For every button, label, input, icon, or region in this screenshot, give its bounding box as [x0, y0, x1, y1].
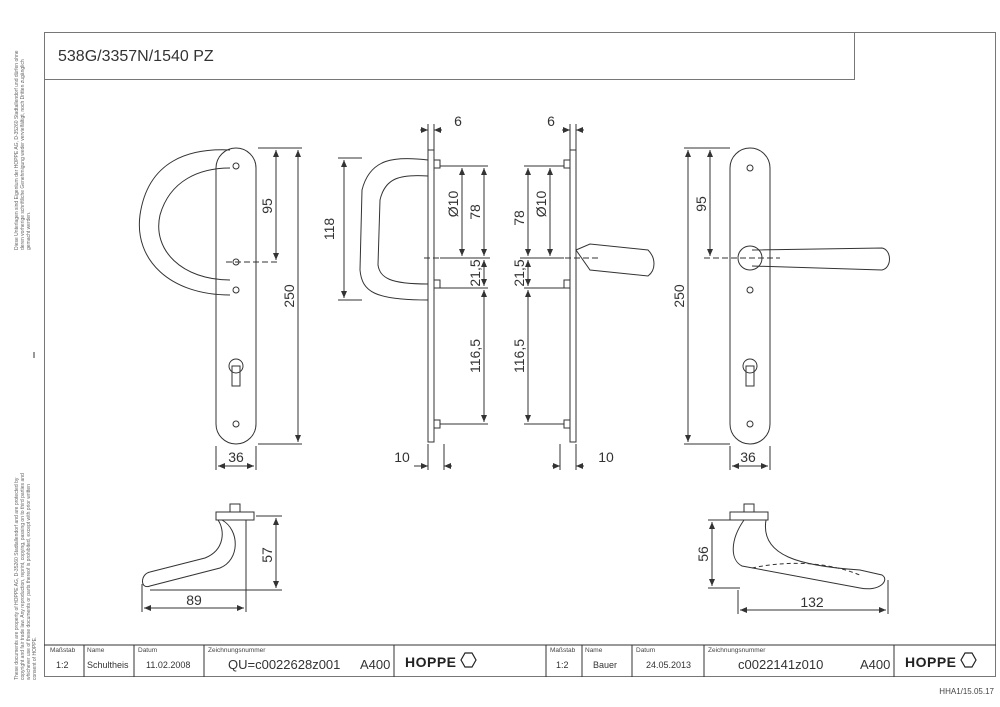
right-top-view	[708, 503, 889, 614]
tb1-name: Schultheis	[87, 660, 129, 670]
dim-right-front-95: 95	[693, 196, 709, 212]
dim-left-top-57: 57	[259, 547, 275, 563]
dim-right-side-6: 6	[547, 113, 555, 129]
tb2-name: Bauer	[593, 660, 617, 670]
hoppe-logo-icon	[960, 652, 977, 668]
tb2-scale: 1:2	[556, 660, 569, 670]
tb1-date-label: Datum	[138, 647, 157, 654]
tb2-scale-label: Maßstab	[550, 647, 576, 654]
tb2-format: A400	[860, 657, 890, 672]
dim-right-side-78: 78	[511, 210, 527, 226]
tb1-date: 11.02.2008	[146, 660, 190, 670]
dim-left-front-250: 250	[281, 284, 297, 308]
dim-left-front-95: 95	[259, 198, 275, 214]
tb2-drawing-label: Zeichnungsnummer	[708, 647, 766, 654]
dim-left-side-6: 6	[454, 113, 462, 129]
tb1-drawing-number: QU=c0022628z001	[228, 657, 340, 672]
left-side-view	[338, 124, 490, 470]
left-front-view	[138, 147, 302, 470]
tb2-name-label: Name	[585, 647, 603, 654]
drawing-title: 538G/3357N/1540 PZ	[58, 48, 214, 65]
tb1-format: A400	[360, 657, 390, 672]
dimension-labels: 95 250 36 118 6 Ø10 78 21,5 116,5 10 6 Ø…	[186, 113, 824, 610]
tb2-drawing-number: c0022141z010	[738, 657, 823, 672]
title-block-lines	[44, 644, 996, 677]
dim-right-side-116-5: 116,5	[511, 339, 527, 373]
title-block-1: Maßstab 1:2 Name Schultheis Datum 11.02.…	[50, 647, 477, 672]
dim-right-side-bore: Ø10	[533, 191, 549, 218]
dim-left-side-116-5: 116,5	[467, 339, 483, 373]
dim-right-side-21-5: 21,5	[511, 259, 527, 286]
dim-right-top-132: 132	[800, 594, 824, 610]
tb1-scale-label: Maßstab	[50, 647, 76, 654]
dim-left-side-10: 10	[394, 449, 410, 465]
right-side-view	[520, 124, 655, 470]
drawing-frame	[44, 32, 996, 677]
tb1-drawing-label: Zeichnungsnummer	[208, 647, 266, 654]
dim-right-top-56: 56	[695, 546, 711, 562]
tb2-brand-logo: HOPPE	[905, 654, 957, 670]
tb1-name-label: Name	[87, 647, 105, 654]
tb2-date: 24.05.2013	[646, 660, 691, 670]
title-row	[44, 32, 855, 80]
hoppe-logo-icon	[460, 652, 477, 668]
dim-left-front-36: 36	[228, 449, 244, 465]
dim-right-front-36: 36	[740, 449, 756, 465]
dim-left-side-bore: Ø10	[445, 191, 461, 218]
dim-left-top-89: 89	[186, 592, 202, 608]
tb1-scale: 1:2	[56, 660, 69, 670]
right-front-view	[684, 147, 890, 470]
dim-left-side-118: 118	[321, 218, 337, 241]
dim-right-front-250: 250	[671, 284, 687, 308]
dim-left-side-78: 78	[467, 204, 483, 220]
left-top-view	[141, 503, 282, 612]
title-block-2: Maßstab 1:2 Name Bauer Datum 24.05.2013 …	[550, 647, 977, 672]
dim-right-side-10: 10	[598, 449, 614, 465]
tb2-date-label: Datum	[636, 647, 655, 654]
footer-code: HHA1/15.05.17	[939, 687, 994, 696]
tb1-brand-logo: HOPPE	[405, 654, 457, 670]
dim-left-side-21-5: 21,5	[467, 259, 483, 286]
